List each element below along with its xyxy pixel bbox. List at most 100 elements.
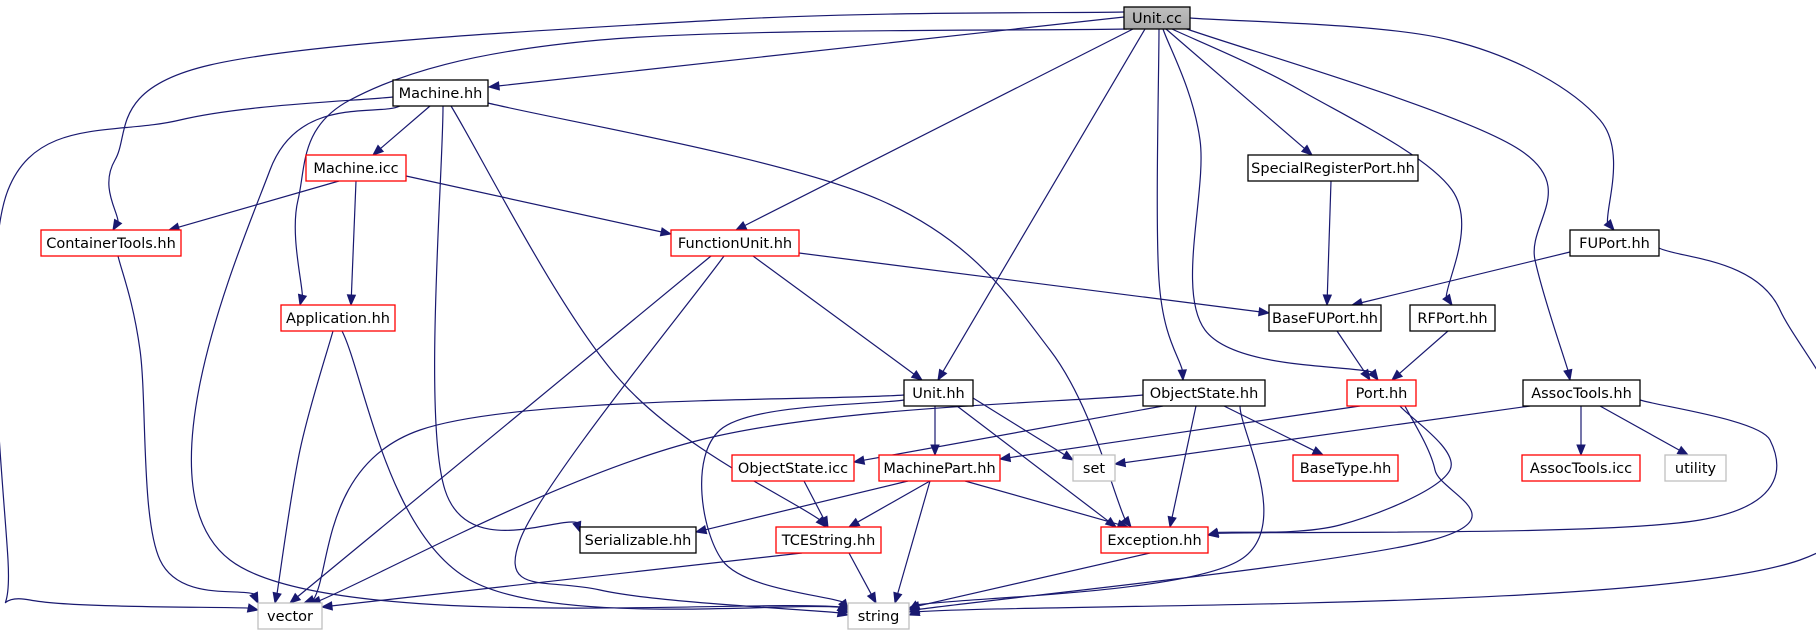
edge-functionunit_hh-to-unit_hh [752,255,924,381]
edge-line [405,175,662,233]
node-machine-hh[interactable]: Machine.hh [392,79,489,107]
edge-line [380,105,431,149]
node-box [1247,154,1419,182]
edge-unit_cc-to-application_hh [294,28,1128,307]
node-box [670,229,800,257]
node-label: ContainerTools.hh [46,236,176,252]
node-unit-hh[interactable]: Unit.hh [903,379,974,407]
node-box [1409,304,1496,332]
edge-arrowhead [838,598,849,612]
edge-arrowhead [371,144,385,156]
node-assoctools-icc[interactable]: AssocTools.icc [1521,454,1641,482]
edge-line [190,105,841,609]
node-box [1100,526,1209,554]
node-application-hh[interactable]: Application.hh [280,304,396,332]
edge-tcestring_hh-to-string [848,552,877,605]
edge-arrowhead [297,293,308,307]
node-machinepart-hh[interactable]: MachinePart.hh [878,454,1001,482]
node-basetype-hh[interactable]: BaseType.hh [1292,454,1399,482]
node-label: string [858,609,900,625]
edge-arrowhead [937,368,948,382]
node-specialregisterport-hh[interactable]: SpecialRegisterPort.hh [1247,154,1419,182]
edge-unit_cc-to-assoctools_hh [1183,27,1573,382]
edge-line [178,180,340,228]
node-box [1522,379,1641,407]
edge-line [1162,28,1373,373]
edge-unit_cc-to-machine_hh [487,16,1125,91]
node-vector[interactable]: vector [257,602,323,630]
node-box [1346,379,1417,407]
edge-arrowhead [249,591,259,605]
edge-arrowhead [1367,368,1379,382]
node-tcestring-hh[interactable]: TCEString.hh [775,526,882,554]
node-label: utility [1675,461,1717,477]
edge-line [297,255,712,598]
node-functionunit-hh[interactable]: FunctionUnit.hh [670,229,800,257]
edge-assoctools_hh-to-exception_hh [1206,399,1778,538]
node-machine-icc[interactable]: Machine.icc [305,154,407,182]
node-box [847,602,910,630]
node-rfport-hh[interactable]: RFPort.hh [1409,304,1496,332]
node-assoctools-hh[interactable]: AssocTools.hh [1522,379,1641,407]
node-label: RFPort.hh [1417,311,1487,327]
edge-fuport_hh-to-basefuport_hh [1350,251,1571,308]
node-label: AssocTools.icc [1530,461,1632,477]
edge-line [972,397,1065,456]
node-unit-cc[interactable]: Unit.cc [1123,6,1191,30]
edge-arrowhead [1061,450,1075,461]
edge-line [450,105,820,521]
edge-arrowhead [487,81,500,91]
edge-tcestring_hh-to-vector [320,552,803,611]
edge-line [897,480,931,594]
node-label: SpecialRegisterPort.hh [1251,161,1415,177]
node-string[interactable]: string [847,602,910,630]
edge-machine_hh-to-string [190,105,850,614]
edge-arrowhead [836,608,850,618]
edge-line [803,480,824,519]
node-label: Exception.hh [1107,533,1201,549]
node-objectstate-icc[interactable]: ObjectState.icc [731,454,855,482]
node-label: Application.hh [286,311,390,327]
node-box [1142,379,1266,407]
edge-fuport_hh-to-string [907,247,1816,617]
node-exception-hh[interactable]: Exception.hh [1100,526,1209,554]
edge-line [701,399,905,603]
edge-arrowhead [1322,294,1333,307]
edge-unit_cc-to-functionunit_hh [734,28,1134,231]
node-containertools-hh[interactable]: ContainerTools.hh [40,229,182,257]
node-utility[interactable]: utility [1664,454,1727,482]
node-label: FUPort.hh [1579,236,1650,252]
node-set[interactable]: set [1072,454,1116,482]
node-box [1664,454,1727,482]
edge-arrowhead [694,524,708,535]
edge-arrowhead [734,221,748,231]
edge-line [1399,330,1449,374]
edge-arrowhead [246,603,260,613]
node-box [731,454,855,482]
node-label: TCEString.hh [781,533,876,549]
edge-machine_hh-to-serializable_hh [434,105,582,534]
edge-machine_icc-to-containertools_hh [167,180,340,232]
edge-arrowhead [346,294,357,307]
node-label: Unit.cc [1132,11,1182,27]
node-box [305,154,407,182]
edge-line [1599,405,1680,451]
edge-arrowhead [1258,307,1271,317]
edge-line [1171,405,1197,518]
edge-application_hh-to-vector [272,330,334,605]
edge-unit_cc-to-unit_hh [937,28,1146,382]
edge-arrowhead [1167,515,1177,529]
node-fuport-hh[interactable]: FUPort.hh [1569,229,1660,257]
node-basefuport-hh[interactable]: BaseFUPort.hh [1268,304,1382,332]
node-serializable-hh[interactable]: Serializable.hh [579,526,697,554]
node-label: BaseType.hh [1300,461,1392,477]
edge-unit_cc-to-specialregisterport_hh [1165,28,1314,156]
node-port-hh[interactable]: Port.hh [1346,379,1417,407]
edge-specialregisterport_hh-to-basefuport_hh [1322,180,1333,307]
edge-line [863,405,1164,461]
edge-line [498,16,1125,87]
edge-arrowhead [1177,369,1188,382]
edge-arrowhead [1120,515,1132,529]
node-objectstate-hh[interactable]: ObjectState.hh [1142,379,1266,407]
